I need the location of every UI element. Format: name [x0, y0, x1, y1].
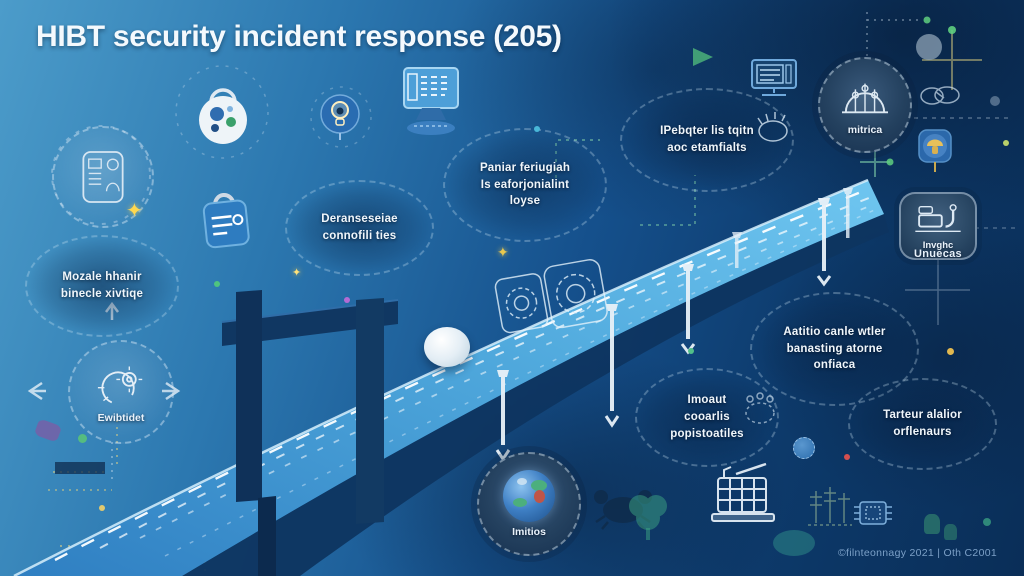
red-dot	[844, 454, 850, 460]
bubble-deranse: Deranseseiae connofili ties	[285, 180, 434, 276]
padlock-tag-icon	[193, 183, 256, 259]
document-card-icon	[82, 151, 124, 203]
gray-dot	[990, 96, 1000, 106]
bubble-text: Deranseseiae connofili ties	[321, 213, 398, 242]
yellow-dot	[947, 348, 954, 355]
copyright-text: ©filnteonnagy 2021 | Oth C2001	[838, 547, 997, 559]
purple-dot	[344, 297, 350, 303]
green-dot	[983, 518, 991, 526]
pine-blob	[944, 524, 957, 540]
handshake-icon	[916, 80, 964, 115]
bubble-imoaut: Imoaut cooarlis popistoatiles	[635, 368, 779, 467]
monitor-small-icon	[746, 56, 802, 103]
badge-sublabel: Unuecas	[914, 248, 962, 260]
lightbulb-keyhole-icon	[320, 92, 360, 149]
coin-icon	[793, 437, 815, 459]
page-title: HIBT security incident response (205)	[36, 20, 562, 53]
hand-icon	[753, 110, 793, 149]
mushroom-chip-icon	[916, 124, 954, 179]
machine-icon	[915, 203, 961, 232]
chip-icon	[852, 496, 894, 537]
badge-label: mitrica	[847, 124, 883, 136]
badge-invghc: Invghc	[899, 192, 977, 260]
bubble-paniar: Paniar feriugiah Is eaforjonialint loyse	[443, 128, 607, 242]
green-dot	[214, 281, 220, 287]
monitor-icon	[400, 66, 462, 149]
yellow-dot	[99, 505, 105, 511]
bridge-pylons	[221, 290, 399, 576]
paw-icon	[738, 390, 782, 431]
bubble-tarteur: Tarteur alalior orflenaurs	[848, 378, 997, 470]
lock-globe-icon	[193, 76, 253, 151]
sparkle-icon: ✦	[126, 200, 143, 222]
globe-icon	[503, 470, 555, 522]
bubble-aatitio: Aatitio canle wtler banasting atorne onf…	[750, 292, 919, 406]
badge-imitios: Imitios	[477, 452, 581, 556]
green-dot	[1003, 140, 1009, 146]
pine-blob	[924, 514, 940, 534]
bubble-text: Paniar feriugiah Is eaforjonialint loyse	[479, 161, 571, 208]
dome-light	[424, 327, 470, 367]
bubble-text: Aatitio canle wtler banasting atorne onf…	[783, 325, 886, 372]
badge-label: Invghc	[922, 239, 954, 251]
bubble-text: Tarteur alalior orflenaurs	[883, 409, 962, 438]
bubble-text: Mozale hhanir binecle xivtiqe	[60, 271, 144, 300]
brain-icon	[842, 83, 888, 114]
badge-label: Imitios	[512, 526, 546, 538]
badge-label: Ewibtidet	[97, 412, 145, 424]
bubble-text: Imoaut cooarlis popistoatiles	[670, 394, 744, 440]
sparkle-icon: ✦	[292, 267, 302, 279]
bubble-text: IPebqter lis tqitn aoc etamfialts	[660, 125, 754, 154]
cash-register-icon	[706, 460, 784, 539]
road-ornament-icon	[494, 259, 608, 334]
tree-icons	[804, 483, 856, 536]
head-gears-icon	[97, 366, 143, 404]
gray-circle	[916, 34, 942, 60]
badge-ewibtidet: Ewibtidet	[68, 340, 174, 444]
sparkle-icon: ✦	[497, 244, 509, 260]
badge-document	[52, 126, 154, 228]
teal-blob	[773, 530, 815, 556]
clover-icon	[622, 488, 674, 549]
badge-mitrica: mitrica	[818, 57, 912, 153]
bubble-mozale: Mozale hhanir binecle xivtiqe	[25, 235, 179, 337]
green-dot	[688, 348, 694, 354]
cyan-dot	[534, 126, 540, 132]
green-dot	[78, 434, 87, 443]
